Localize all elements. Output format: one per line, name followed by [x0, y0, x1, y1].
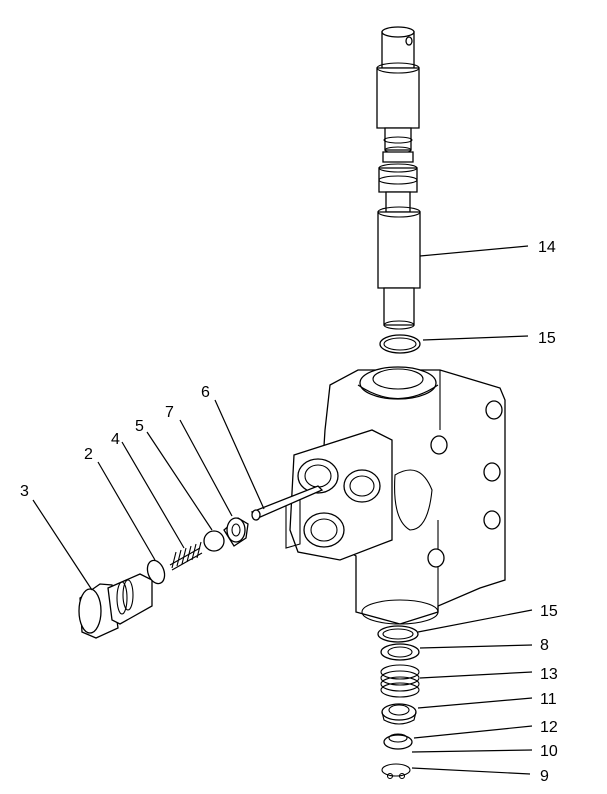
- callout-5: 5: [135, 418, 144, 435]
- leader-lines: [32, 245, 533, 775]
- relief-valve-assembly: [78, 485, 324, 639]
- callout-14: 14: [538, 239, 556, 256]
- callout-11: 11: [540, 691, 557, 708]
- callout-8: 8: [540, 637, 549, 654]
- callout-13: 13: [540, 666, 558, 683]
- callout-6: 6: [201, 384, 210, 401]
- callout-15-upper: 15: [538, 330, 556, 347]
- callout-7: 7: [165, 404, 174, 421]
- lower-seal-stack: [377, 625, 420, 780]
- o-ring-upper: [379, 334, 421, 354]
- valve-body: [285, 366, 506, 625]
- callout-10: 10: [540, 743, 558, 760]
- callout-3: 3: [20, 483, 29, 500]
- callout-2: 2: [84, 446, 93, 463]
- callout-labels: 14 15 6 7 5 4 2 3 15 8 13 11 12 10 9: [20, 239, 558, 785]
- callout-12: 12: [540, 719, 558, 736]
- callout-4: 4: [111, 431, 120, 448]
- callout-15-lower: 15: [540, 603, 558, 620]
- callout-9: 9: [540, 768, 549, 785]
- spool-part: [376, 26, 421, 330]
